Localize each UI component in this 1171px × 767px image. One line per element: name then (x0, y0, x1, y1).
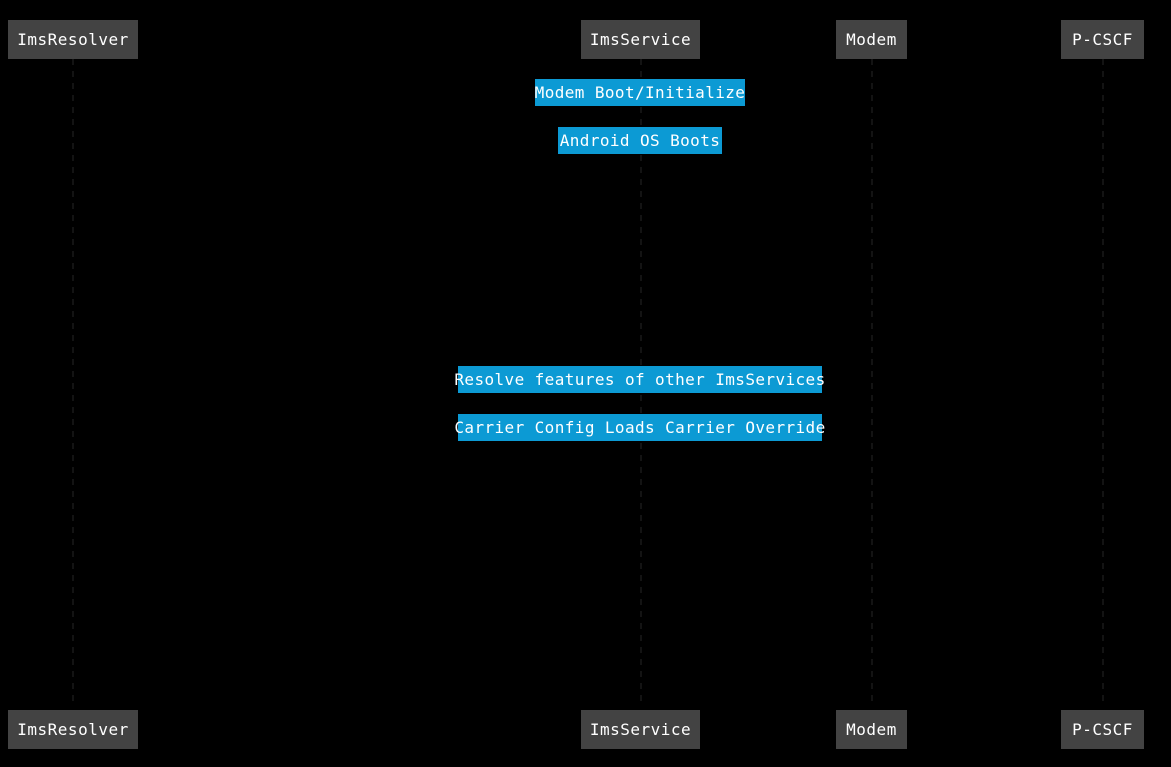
participant-modem-footer[interactable]: Modem (836, 710, 907, 749)
lifeline-imsresolver (72, 59, 74, 707)
participant-label: ImsService (589, 719, 692, 739)
lifeline-pcscf (1102, 59, 1104, 707)
participant-label: ImsResolver (17, 719, 129, 739)
participant-label: ImsResolver (17, 29, 129, 49)
note-carrier-config[interactable]: Carrier Config Loads Carrier Override (454, 414, 825, 441)
participant-label: ImsService (589, 29, 692, 49)
note-label: Resolve features of other ImsServices (454, 369, 826, 389)
participant-modem-header[interactable]: Modem (836, 20, 907, 59)
note-label: Android OS Boots (559, 130, 721, 150)
lifeline-modem (871, 59, 873, 707)
participant-imsservice-footer[interactable]: ImsService (581, 710, 700, 749)
participant-pcscf-header[interactable]: P-CSCF (1061, 20, 1144, 59)
participant-label: P-CSCF (1072, 719, 1133, 739)
note-android-os-boots[interactable]: Android OS Boots (558, 127, 722, 154)
participant-label: P-CSCF (1072, 29, 1133, 49)
participant-imsresolver-header[interactable]: ImsResolver (8, 20, 138, 59)
participant-pcscf-footer[interactable]: P-CSCF (1061, 710, 1144, 749)
note-resolve-features[interactable]: Resolve features of other ImsServices (454, 366, 825, 393)
participant-imsservice-header[interactable]: ImsService (581, 20, 700, 59)
note-label: Modem Boot/Initialize (534, 82, 746, 102)
note-label: Carrier Config Loads Carrier Override (454, 417, 826, 437)
note-modem-boot[interactable]: Modem Boot/Initialize (535, 79, 745, 106)
participant-label: Modem (846, 29, 897, 49)
participant-label: Modem (846, 719, 897, 739)
participant-imsresolver-footer[interactable]: ImsResolver (8, 710, 138, 749)
